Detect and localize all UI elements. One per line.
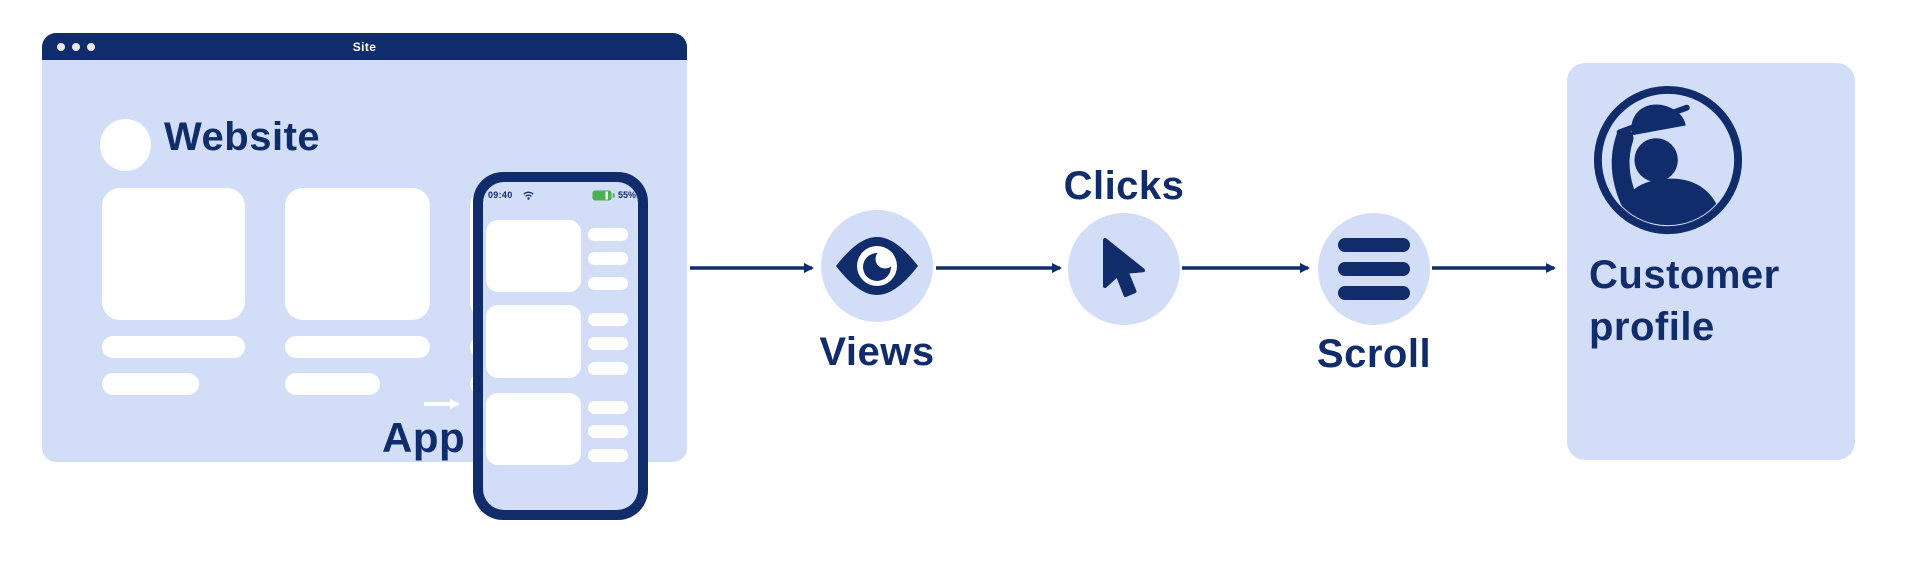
website-label: Website [164,115,321,159]
phone-pill [588,401,628,414]
customer-label-line1: Customer [1589,253,1780,297]
phone-pill [588,228,628,241]
customer-profile-card: Customer profile [1567,63,1855,460]
phone-mockup: 09:40 55% [473,172,648,520]
content-card [285,188,430,320]
text-bar [102,336,245,358]
battery-percent: 55% [617,190,636,200]
phone-pill [588,337,628,350]
clicks-label: Clicks [1063,164,1185,208]
menu-lines-icon [1338,238,1410,300]
window-controls [57,33,95,60]
phone-card [486,220,581,292]
text-bar [102,373,199,395]
scroll-label: Scroll [1316,332,1432,376]
status-time: 09:40 [488,190,513,200]
flow-step-views [821,210,933,322]
customer-avatar-icon [1589,81,1747,239]
text-bar [285,336,430,358]
site-logo-circle [100,119,151,171]
phone-status-bar: 09:40 55% [488,189,636,201]
battery-icon [592,190,615,201]
wifi-icon [522,191,534,200]
flow-step-clicks [1068,213,1180,325]
phone-pill [588,449,628,462]
browser-titlebar: Site [42,33,687,60]
customer-label-line2: profile [1589,305,1715,349]
cursor-icon [1101,237,1147,301]
window-dot-icon [87,42,95,51]
phone-card [486,393,581,465]
flow-step-scroll [1318,213,1430,325]
phone-pill [588,362,628,375]
app-label: App [382,414,466,461]
window-dot-icon [57,42,65,51]
phone-pill [588,313,628,326]
text-bar [285,373,380,395]
phone-card [486,305,581,378]
content-card [102,188,245,320]
views-label: Views [819,330,935,374]
phone-pill [588,277,628,290]
browser-title: Site [352,39,377,54]
eye-icon [834,235,920,297]
window-dot-icon [72,42,80,51]
phone-pill [588,425,628,438]
phone-pill [588,252,628,265]
